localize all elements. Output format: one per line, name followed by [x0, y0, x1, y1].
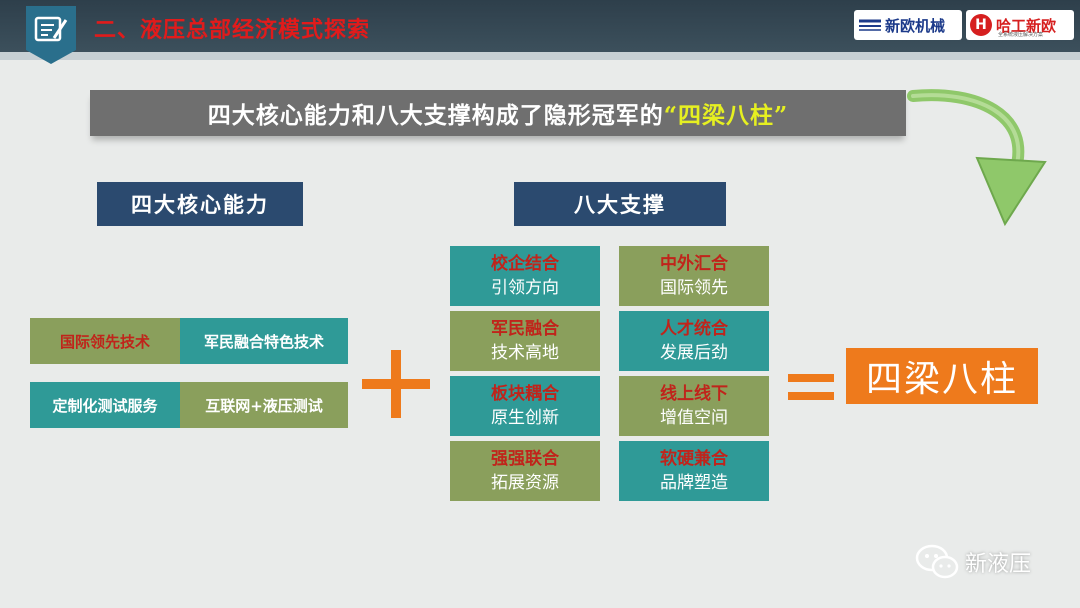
support-tile: 人才统合 发展后劲: [619, 311, 769, 371]
headline-banner: 四大核心能力和八大支撑构成了隐形冠军的“四梁八柱”: [90, 90, 906, 136]
support-subtitle: 品牌塑造: [660, 473, 728, 493]
notepad-pen-icon: [24, 6, 78, 64]
watermark: 新液压: [915, 544, 1031, 580]
logo-right-subtitle: 全系统液压解决方案: [998, 32, 1044, 38]
capability-cell: 国际领先技术: [30, 318, 180, 364]
logo-left-text: 新欧机械: [885, 16, 946, 35]
support-tile: 软硬兼合 品牌塑造: [619, 441, 769, 501]
support-subtitle: 发展后劲: [660, 343, 728, 363]
banner-text-main: 四大核心能力和八大支撑构成了隐形冠军的: [207, 102, 664, 129]
header-stripe: [0, 52, 1080, 60]
page-title: 二、液压总部经济模式探索: [94, 18, 371, 43]
capability-cell: 军民融合特色技术: [180, 318, 348, 364]
watermark-text: 新液压: [965, 552, 1032, 577]
support-subtitle: 增值空间: [660, 408, 728, 428]
support-title: 强强联合: [491, 449, 559, 469]
support-subtitle: 技术高地: [491, 343, 559, 363]
support-title: 校企结合: [491, 254, 559, 274]
banner-text-highlight: “四梁八柱”: [663, 102, 789, 129]
support-title: 人才统合: [660, 319, 728, 339]
support-tile: 线上线下 增值空间: [619, 376, 769, 436]
support-subtitle: 拓展资源: [491, 473, 559, 493]
caption-core-capabilities: 四大核心能力: [97, 182, 303, 226]
logo-hagong: H 哈工新欧 全系统液压解决方案: [966, 10, 1074, 40]
support-title: 军民融合: [491, 319, 559, 339]
equals-icon: [788, 374, 834, 400]
support-title: 中外汇合: [660, 254, 728, 274]
capability-cell: 定制化测试服务: [30, 382, 180, 428]
xinou-logo-icon: [859, 19, 881, 31]
curved-arrow-icon: [907, 89, 1047, 227]
support-subtitle: 原生创新: [491, 408, 559, 428]
logo-right-text: 哈工新欧: [996, 16, 1057, 35]
support-tile: 中外汇合 国际领先: [619, 246, 769, 306]
logo-xinou: 新欧机械: [854, 10, 962, 40]
caption-eight-supports: 八大支撑: [514, 182, 726, 226]
capability-cell: 互联网+液压测试: [180, 382, 348, 428]
support-subtitle: 国际领先: [660, 278, 728, 298]
support-title: 软硬兼合: [660, 449, 728, 469]
plus-icon: [362, 350, 430, 418]
support-title: 线上线下: [660, 384, 728, 404]
result-box: 四梁八柱: [846, 348, 1038, 404]
support-tile: 强强联合 拓展资源: [450, 441, 600, 501]
support-subtitle: 引领方向: [491, 278, 559, 298]
hagong-logo-icon: H: [970, 14, 992, 36]
support-tile: 校企结合 引领方向: [450, 246, 600, 306]
support-tile: 板块耦合 原生创新: [450, 376, 600, 436]
capability-row: 国际领先技术 军民融合特色技术: [30, 318, 348, 364]
support-tile: 军民融合 技术高地: [450, 311, 600, 371]
wechat-icon: [915, 544, 959, 579]
capability-row: 定制化测试服务 互联网+液压测试: [30, 382, 348, 428]
support-title: 板块耦合: [491, 384, 559, 404]
